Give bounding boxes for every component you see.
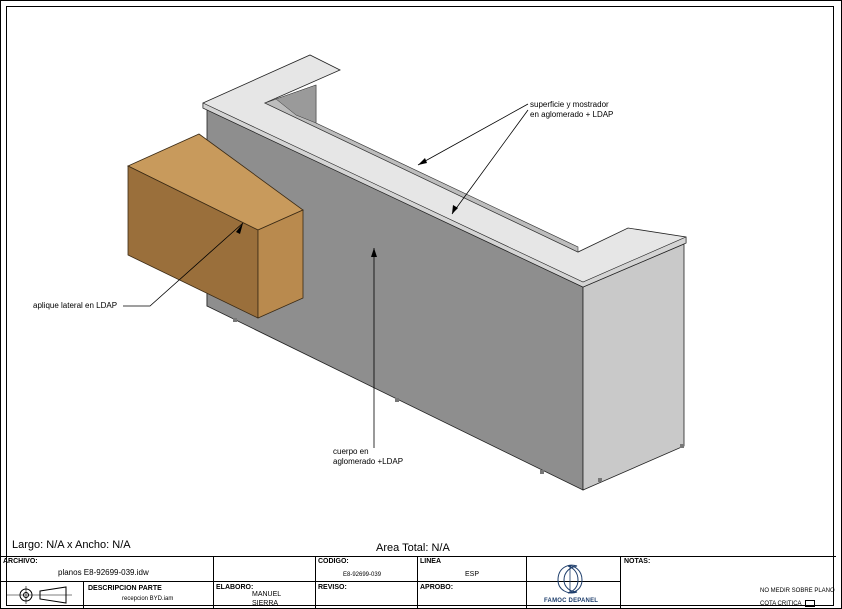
leader-side — [123, 222, 244, 307]
tb-vline — [526, 556, 527, 609]
note-cota-critica: COTA CRITICA — [760, 600, 815, 607]
arrowhead — [236, 223, 243, 234]
third-angle-projection-icon — [6, 586, 72, 604]
tb-vline — [417, 556, 418, 609]
desk-recess-back-wall — [275, 84, 317, 124]
sheet-inner-border — [6, 6, 834, 606]
linea-value: ESP — [465, 571, 480, 578]
elaboro-value2: SIERRA — [252, 600, 279, 607]
desk-foot — [540, 470, 544, 474]
dimensions-area: Area Total: N/A — [376, 542, 450, 554]
note-no-medir: NO MEDIR SOBRE PLANO — [760, 588, 835, 594]
callout-surface-line2: en aglomerado + LDAP — [530, 110, 614, 119]
descripcion-label: DESCRIPCION PARTE — [88, 585, 162, 592]
arrowhead — [418, 158, 427, 165]
reviso-label: REVISO: — [318, 584, 347, 591]
note-cota-critica-text: COTA CRITICA — [760, 601, 802, 608]
desk-foot — [680, 444, 684, 448]
desk-foot — [233, 318, 237, 322]
tb-mid-line — [0, 581, 620, 582]
codigo-value: E8-92699-039 — [343, 572, 382, 578]
tb-vline — [620, 556, 621, 609]
callout-surface-line1: superficie y mostrador — [530, 100, 609, 109]
aprobo-label: APROBO: — [420, 584, 454, 591]
callout-side: aplique lateral en LDAP — [33, 301, 118, 310]
desk-foot — [395, 398, 399, 402]
desk-top-front-edge — [202, 102, 687, 288]
desk-foot — [598, 478, 602, 482]
arrowhead — [452, 205, 458, 214]
archivo-value: planos E8-92699-039.idw — [58, 568, 149, 577]
callout-body: cuerpo en aglomerado +LDAP — [333, 447, 403, 467]
logo-text: FAMOC DEPANEL — [544, 598, 599, 604]
callout-body-line2: aglomerado +LDAP — [333, 457, 404, 466]
wood-box-side — [257, 209, 304, 319]
elaboro-label: ELABORO: — [216, 584, 254, 591]
notas-label: NOTAS: — [624, 558, 651, 565]
leader-surface-2 — [451, 109, 529, 215]
archivo-label: ARCHIVO: — [3, 558, 38, 565]
arrowhead — [371, 248, 377, 257]
linea-label: LINEA — [420, 558, 441, 565]
tb-top-line — [0, 556, 836, 557]
tb-vline — [315, 556, 316, 609]
critical-dimension-icon — [804, 600, 815, 607]
leader-surface-1 — [417, 103, 529, 166]
tb-vline — [213, 556, 214, 609]
title-block: ARCHIVO: planos E8-92699-039.idw DESCRIP… — [0, 556, 836, 609]
codigo-label: CODIGO: — [318, 558, 349, 565]
callout-surface: superficie y mostrador en aglomerado + L… — [530, 100, 613, 120]
descripcion-value: recepcion BYD.iam — [122, 596, 174, 602]
famoc-logo-icon — [557, 564, 583, 594]
dimensions-size: Largo: N/A x Ancho: N/A — [12, 539, 131, 551]
callout-body-line1: cuerpo en — [333, 447, 369, 456]
elaboro-value1: MANUEL — [252, 591, 282, 598]
tb-vline — [83, 581, 84, 609]
